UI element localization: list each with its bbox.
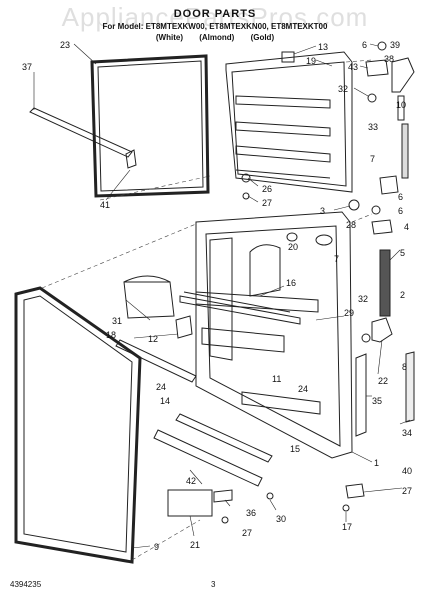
callout-32a: 32 [338,84,348,94]
screw-32 [367,93,377,103]
grille-21 [167,489,213,517]
callout-37: 37 [22,62,32,72]
callout-22: 22 [378,376,388,386]
callout-6a: 6 [362,40,367,50]
closer-5 [379,249,391,317]
diagram-title: DOOR PARTS [173,8,257,20]
callout-16: 16 [286,278,296,288]
callout-9: 9 [154,542,159,552]
callout-43: 43 [348,62,358,72]
callout-24a: 24 [156,382,166,392]
callout-33: 33 [368,122,378,132]
callout-28: 28 [346,220,356,230]
page-number: 3 [211,580,216,589]
callout-8: 8 [402,362,407,372]
label-13 [281,51,295,63]
callout-7a: 7 [370,154,375,164]
callout-27a: 27 [262,198,272,208]
bushing-3 [348,199,360,211]
bracket-12 [175,315,193,339]
screw-6 [377,41,387,51]
callout-32b: 32 [358,294,368,304]
callout-30: 30 [276,514,286,524]
shelf-bar-18 [115,339,197,383]
callout-3: 3 [320,206,325,216]
screw-27c [221,516,229,524]
callout-7b: 7 [334,254,339,264]
callout-36: 36 [246,508,256,518]
hinge-38b [345,483,365,499]
callout-41: 41 [100,200,110,210]
hinge-7 [379,175,399,195]
callout-42: 42 [186,476,196,486]
callout-27c: 27 [242,528,252,538]
variant-white: (White) [155,33,183,42]
model-list: For Model: ET8MTEXKW00, ET8MTEXKN00, ET8… [102,22,328,31]
document-number: 4394235 [10,580,42,589]
callout-2: 2 [400,290,405,300]
screw-27 [242,192,250,200]
callout-12: 12 [148,334,158,344]
handle-33 [401,123,409,179]
callout-6b: 6 [398,192,403,202]
callout-17: 17 [342,522,352,532]
shelf-bar-42 [153,429,263,487]
dairy-door-31 [123,281,175,319]
callout-29: 29 [344,308,354,318]
hinge-bracket-38 [365,59,389,77]
hinge-39 [391,57,415,93]
callout-20: 20 [288,242,298,252]
callout-6c: 6 [398,206,403,216]
bracket-2 [371,317,393,343]
screw-32b [361,333,371,343]
plug-28 [315,234,333,246]
callout-24b: 24 [298,384,308,394]
screw-6b [371,205,381,215]
callout-4: 4 [404,222,409,232]
cam-26 [241,173,251,183]
callout-31: 31 [112,316,122,326]
screw-17 [342,504,350,512]
callout-11: 11 [272,374,281,384]
freezer-door-liner [225,51,353,193]
fresh-food-door-gasket [14,286,142,564]
callout-34: 34 [402,428,412,438]
callout-5: 5 [400,248,405,258]
hinge-pin-10 [397,95,405,121]
shelf-bar-16 [179,295,301,325]
shelf-bar-14 [175,413,273,463]
callout-35: 35 [372,396,382,406]
callout-26: 26 [262,184,272,194]
callout-27b: 27 [402,486,412,496]
color-variants: (White) (Almond) (Gold) [0,33,430,42]
callout-10: 10 [396,100,406,110]
callout-40: 40 [402,466,412,476]
callout-23: 23 [60,40,70,50]
trim-34 [405,351,415,423]
callout-21: 21 [190,540,200,550]
variant-gold: (Gold) [250,33,275,42]
callout-1: 1 [374,458,379,468]
bracket-4 [371,219,393,235]
watermark: AppliancePartsPros.com [61,2,369,32]
plug-20 [286,232,298,242]
callout-15: 15 [290,444,300,454]
handle-35 [355,353,367,437]
callout-18: 18 [106,330,116,340]
callout-13: 13 [318,42,328,52]
cap-30 [266,492,274,500]
callout-14: 14 [160,396,170,406]
fresh-food-door-liner [195,211,353,459]
freezer-trim-strip [29,107,133,158]
bracket-36 [213,489,233,503]
callout-39: 39 [390,40,400,50]
freezer-door-gasket [90,54,210,198]
variant-almond: (Almond) [199,33,235,42]
callout-19: 19 [306,56,316,66]
callout-38: 38 [384,54,394,64]
